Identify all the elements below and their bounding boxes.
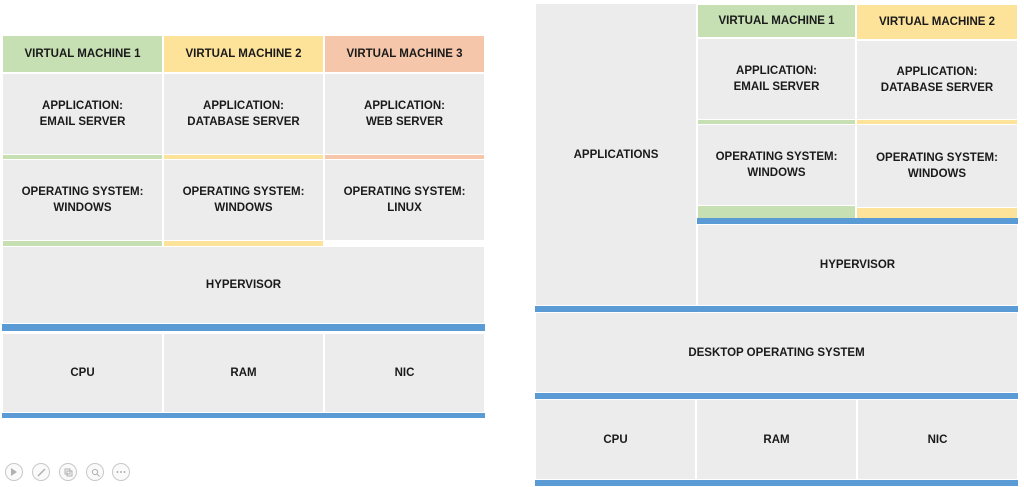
pen-icon[interactable] (32, 463, 50, 481)
right-hypervisor: HYPERVISOR (697, 224, 1018, 306)
vm1-os: OPERATING SYSTEM: WINDOWS (2, 159, 163, 241)
left-hardware-bar (2, 413, 485, 418)
vm3-application: APPLICATION: WEB SERVER (324, 73, 485, 155)
right-vm2-header: VIRTUAL MACHINE 2 (856, 4, 1018, 40)
right-hardware-bar (535, 480, 1018, 486)
right-vm1-application: APPLICATION: EMAIL SERVER (697, 38, 856, 120)
vm2-os-strip (164, 241, 323, 246)
right-cpu: CPU (535, 399, 696, 480)
vm1-header: VIRTUAL MACHINE 1 (2, 35, 163, 73)
more-icon[interactable] (112, 463, 130, 481)
left-ram: RAM (163, 333, 324, 413)
right-nic: NIC (857, 399, 1018, 480)
right-vm1-os: OPERATING SYSTEM: WINDOWS (697, 124, 856, 206)
right-ram: RAM (696, 399, 857, 480)
play-icon[interactable] (5, 463, 23, 481)
vm2-application: APPLICATION: DATABASE SERVER (163, 73, 324, 155)
right-vm2-strip (857, 120, 1017, 124)
right-vm1-strip (698, 120, 855, 124)
left-nic: NIC (324, 333, 485, 413)
right-vm1-header: VIRTUAL MACHINE 1 (697, 4, 856, 38)
right-vm1-os-strip (698, 206, 855, 218)
copy-icon[interactable] (59, 463, 77, 481)
vm3-strip (325, 155, 484, 159)
right-hypervisor-bar (535, 306, 1018, 312)
left-hypervisor-bar (2, 324, 485, 331)
right-vm2-application: APPLICATION: DATABASE SERVER (856, 40, 1018, 120)
desktop-os-bar (535, 393, 1018, 399)
right-vm2-os-strip (857, 208, 1017, 218)
right-vm-bar (697, 218, 1018, 224)
right-vm2-os: OPERATING SYSTEM: WINDOWS (856, 124, 1018, 208)
vm2-os: OPERATING SYSTEM: WINDOWS (163, 159, 324, 241)
vm1-os-strip (3, 241, 162, 246)
host-applications: APPLICATIONS (535, 3, 697, 306)
left-hypervisor: HYPERVISOR (2, 246, 485, 324)
vm1-application: APPLICATION: EMAIL SERVER (2, 73, 163, 155)
desktop-os: DESKTOP OPERATING SYSTEM (535, 312, 1018, 393)
left-cpu: CPU (2, 333, 163, 413)
vm2-header: VIRTUAL MACHINE 2 (163, 35, 324, 73)
zoom-icon[interactable] (86, 463, 104, 481)
vm1-strip (3, 155, 162, 159)
vm3-header: VIRTUAL MACHINE 3 (324, 35, 485, 73)
vm3-os: OPERATING SYSTEM: LINUX (324, 159, 485, 241)
vm2-strip (164, 155, 323, 159)
